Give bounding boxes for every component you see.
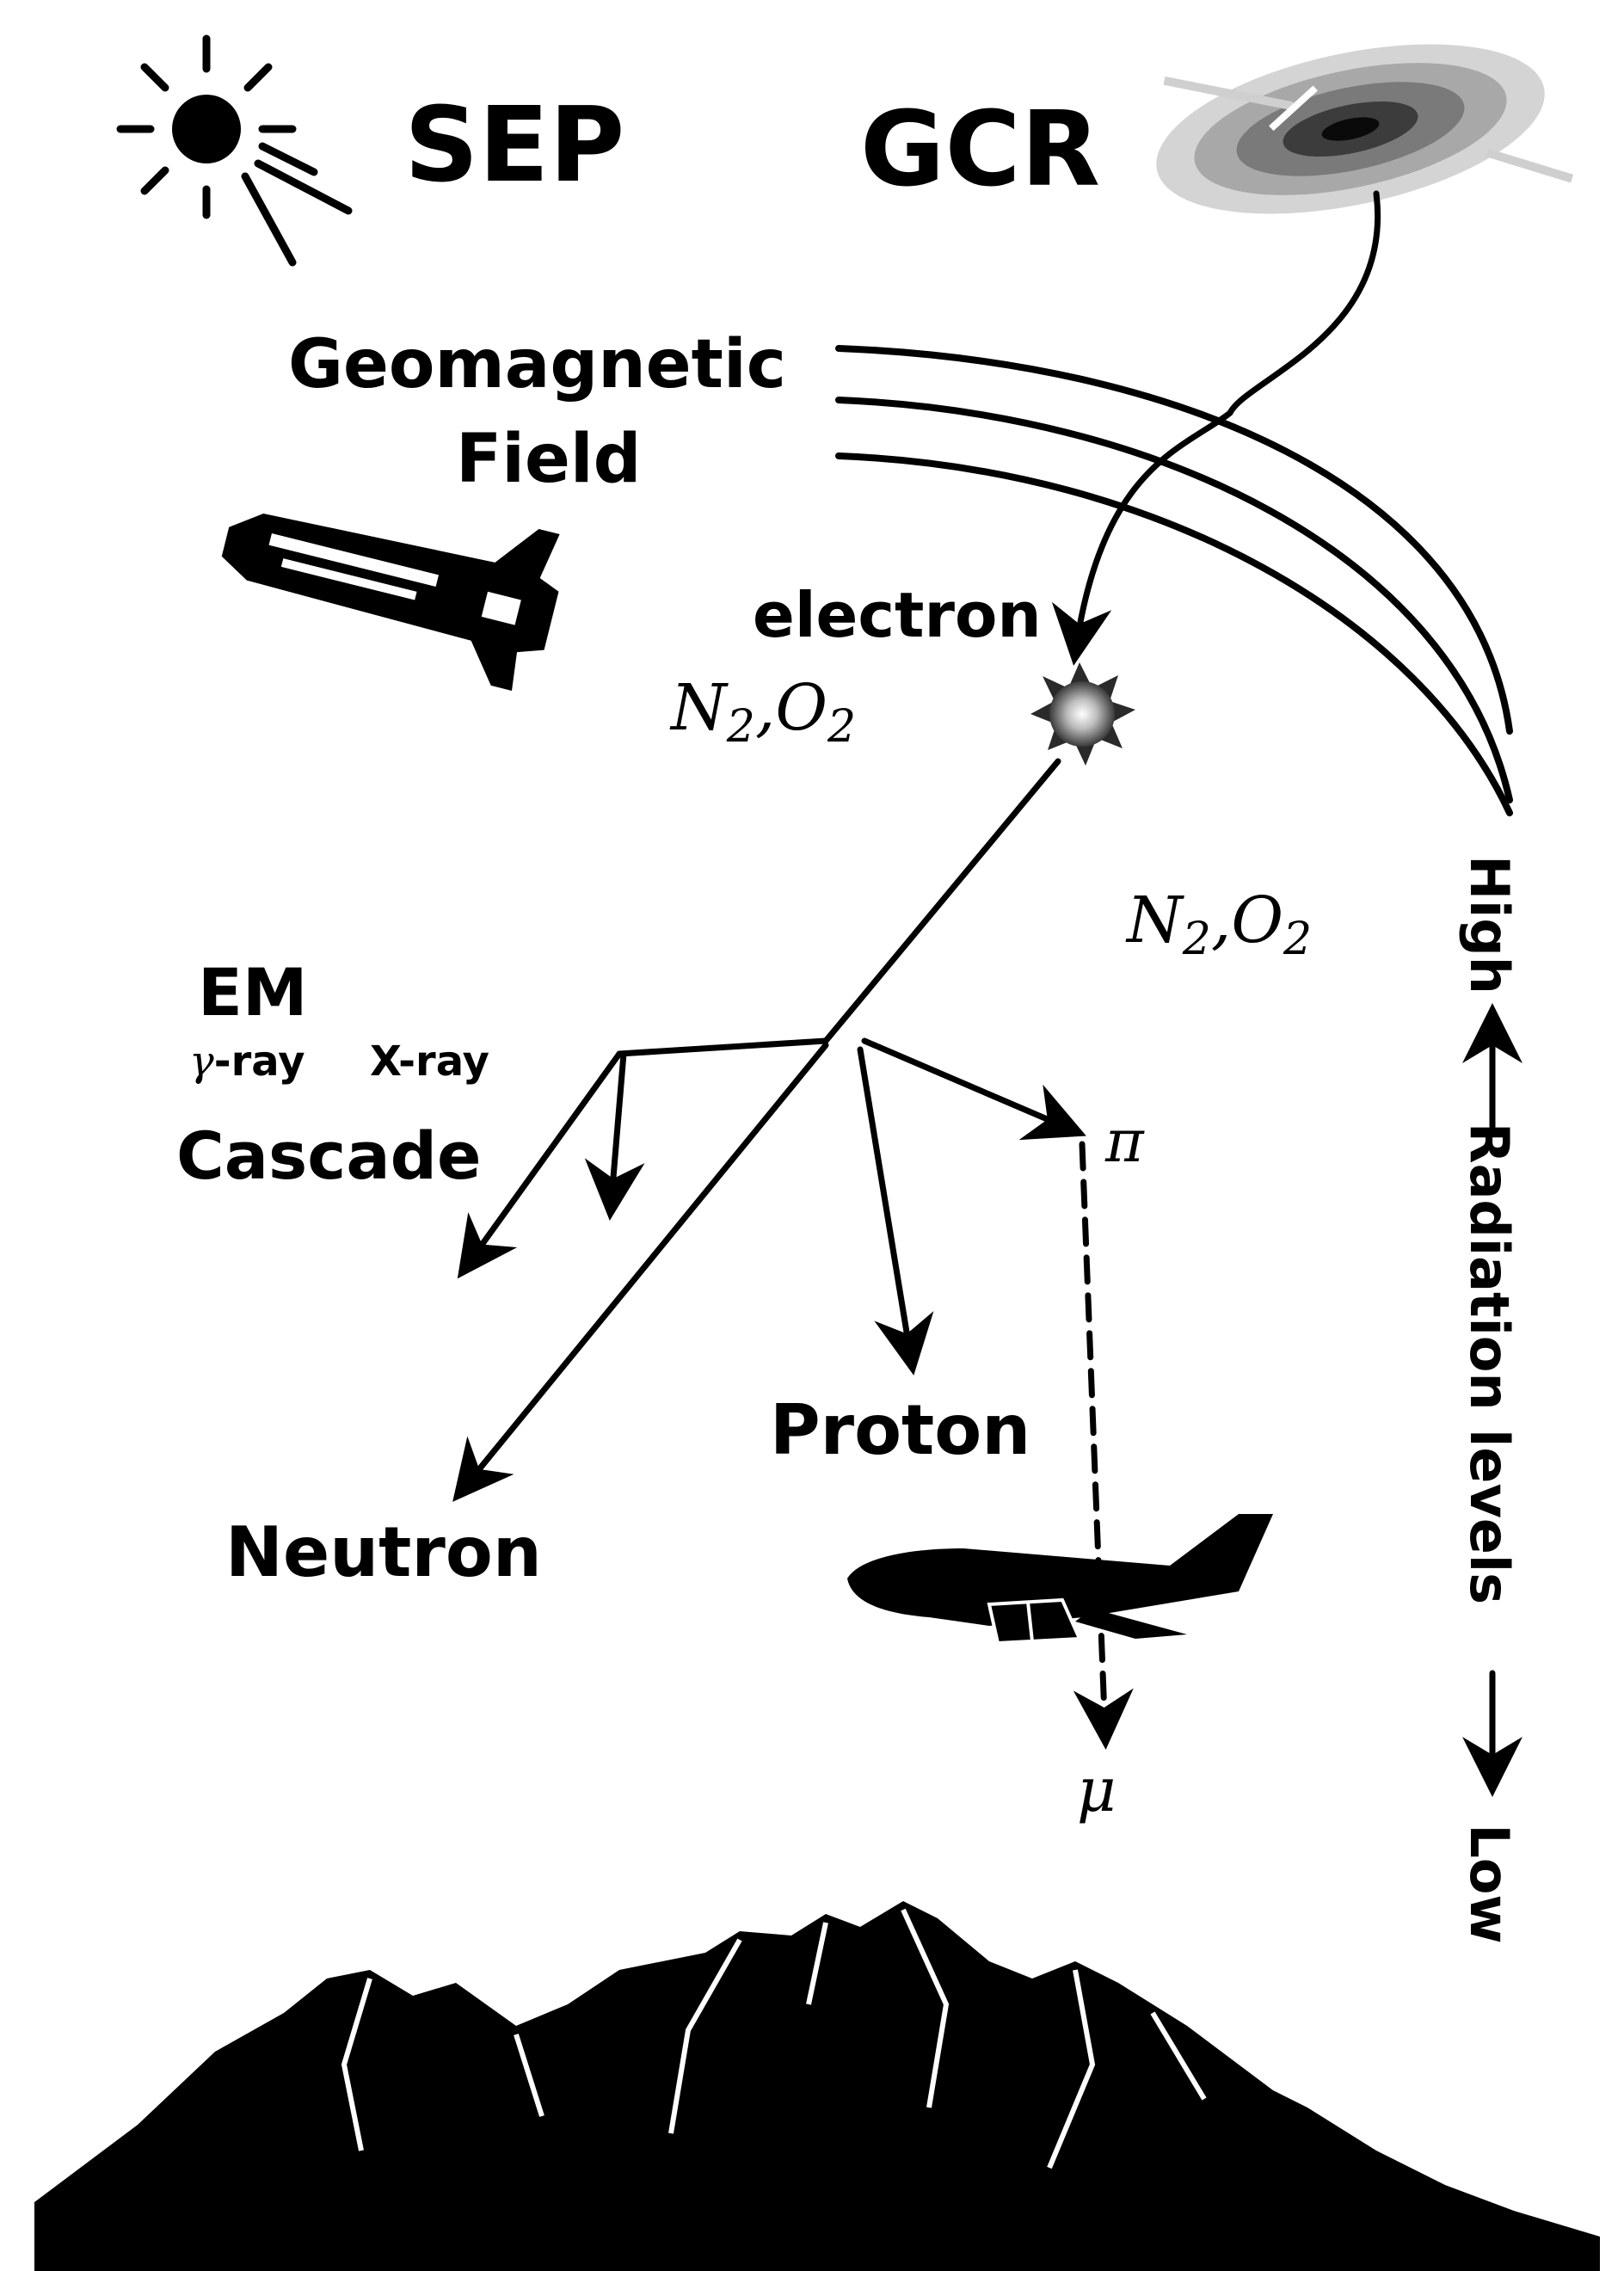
radiation-high-label: High <box>1458 855 1521 994</box>
gamma-ray-label: γ-ray <box>189 1037 304 1086</box>
radiation-title: Radiation levels <box>1458 1123 1521 1604</box>
proton-arrow <box>857 1046 934 1376</box>
neutron-label: Neutron <box>225 1512 542 1592</box>
radiation-scale: High Radiation levels Low <box>1458 855 1522 1944</box>
em-label: EM <box>198 954 308 1031</box>
field-label-line2: Field <box>456 421 642 498</box>
molecules-lower: N2,O2 <box>1125 883 1312 965</box>
pion-label: π <box>1104 1108 1145 1176</box>
pion-arrow <box>861 1037 1086 1141</box>
em-branch-track <box>616 1037 829 1057</box>
airplane-icon <box>847 1514 1273 1646</box>
electron-label: electron <box>753 579 1042 651</box>
proton-label: Proton <box>770 1390 1030 1470</box>
em-arrow-1 <box>457 1050 623 1279</box>
gcr-label: GCR <box>860 90 1100 210</box>
molecules-upper: N2,O2 <box>669 671 856 753</box>
burst-icon <box>1030 662 1135 766</box>
radiation-low-label: Low <box>1458 1824 1521 1943</box>
xray-label: X-ray <box>370 1037 489 1086</box>
neutron-arrow <box>452 1042 829 1502</box>
galaxy-icon <box>1156 44 1574 214</box>
sun-icon <box>116 34 353 267</box>
muon-label: μ <box>1077 1755 1116 1825</box>
sep-label: SEP <box>404 86 624 206</box>
muon-track <box>1073 1141 1134 1750</box>
space-shuttle-icon <box>221 514 560 691</box>
gcr-trajectory <box>1051 190 1381 666</box>
field-label-line1: Geomagnetic <box>288 326 786 403</box>
primary-track <box>822 758 1061 1044</box>
geomagnetic-field-lines <box>835 345 1513 816</box>
secondary-tracks <box>452 1037 1086 1502</box>
cascade-label: Cascade <box>176 1117 482 1194</box>
mountains-icon <box>34 1901 1600 2271</box>
em-arrow-2 <box>584 1050 645 1221</box>
